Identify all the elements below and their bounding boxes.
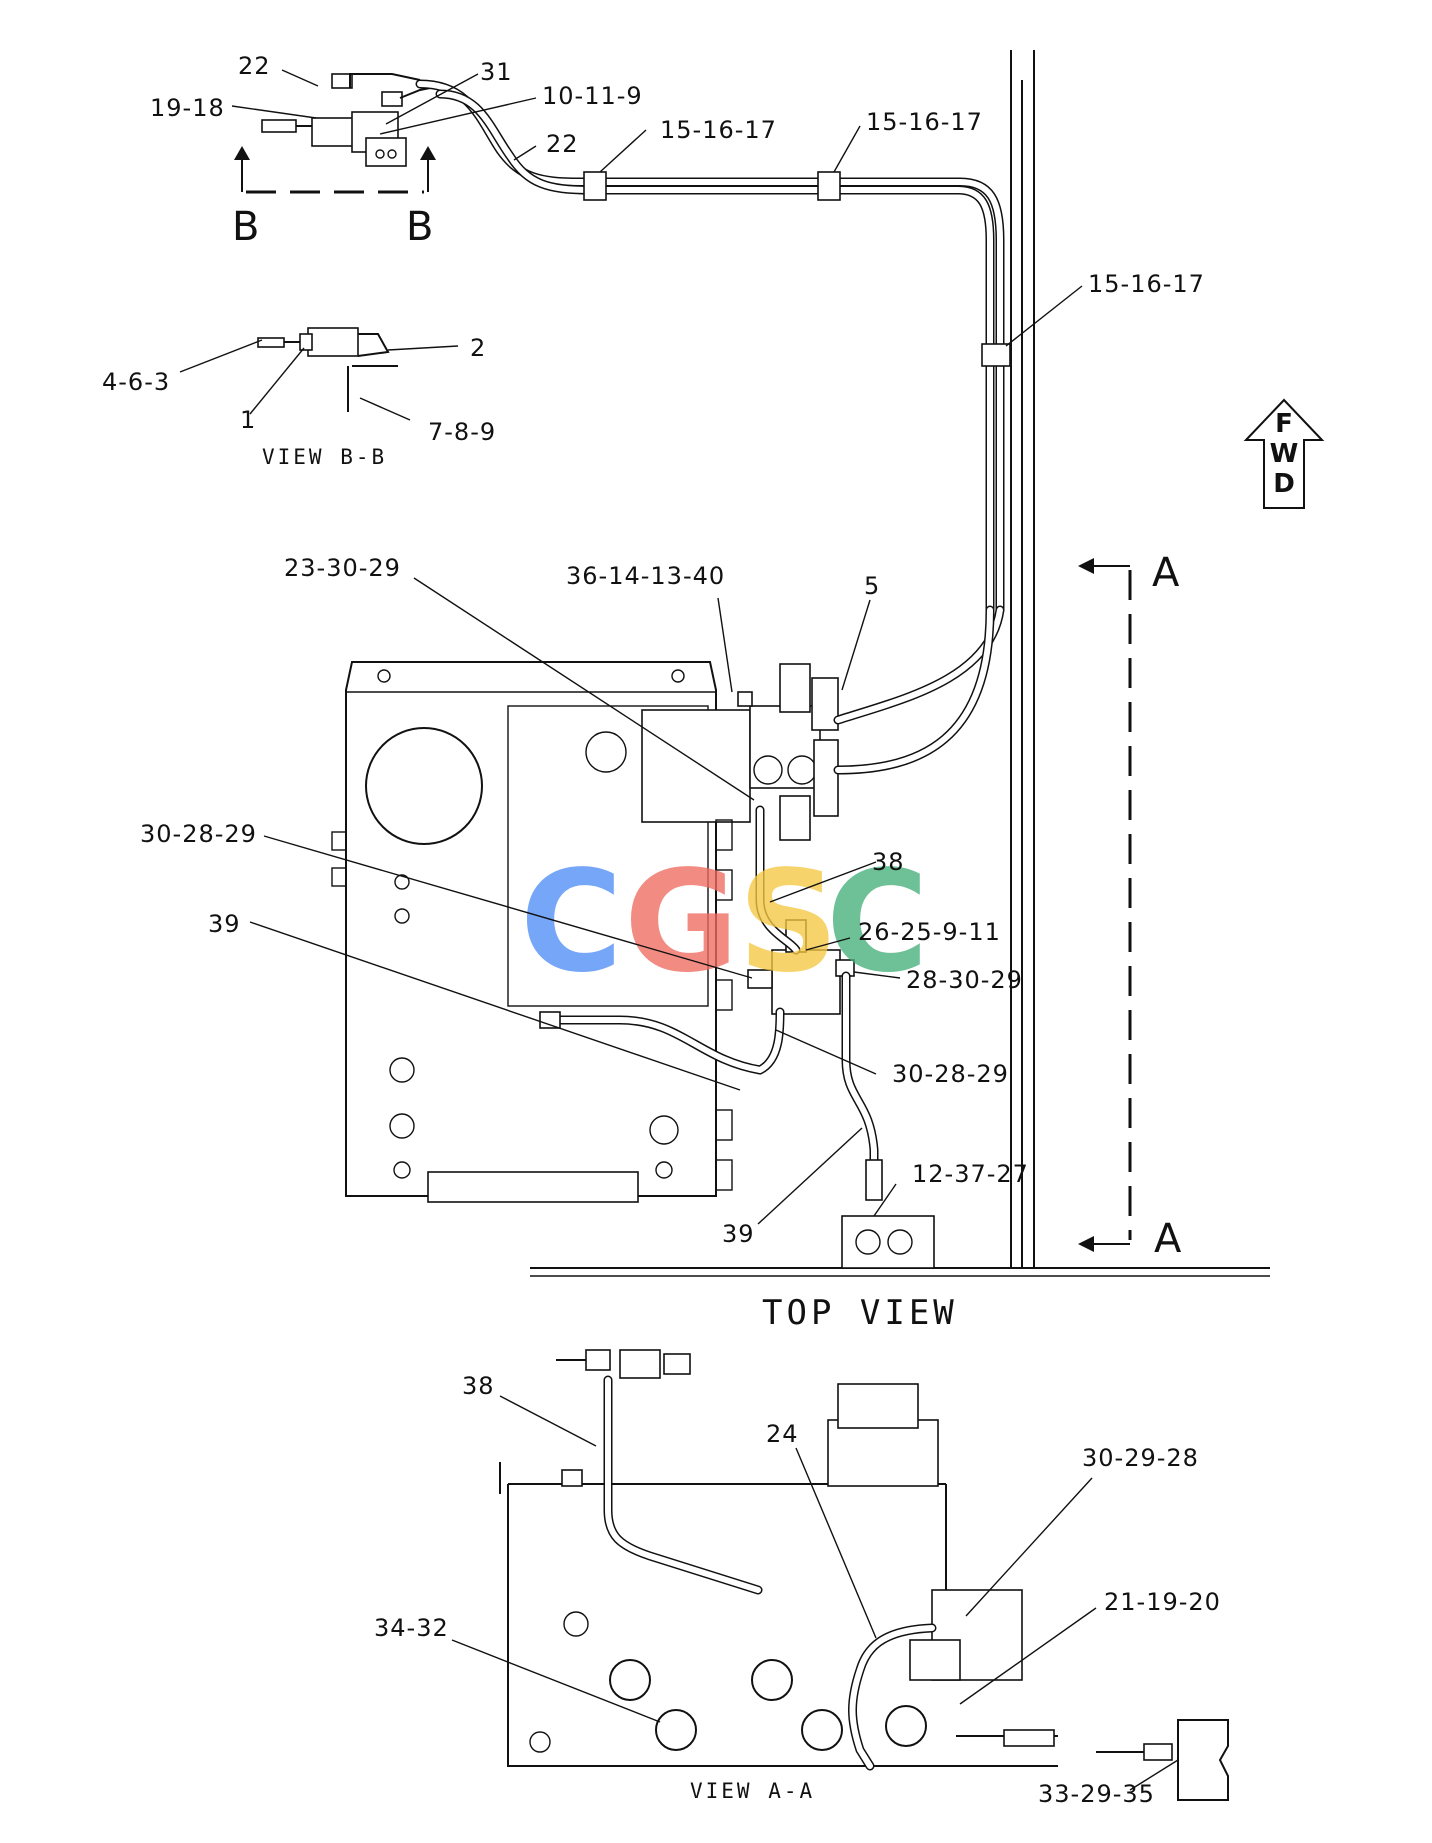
label-tv-26-25-9-11: 26-25-9-11	[858, 918, 1001, 946]
label-tv-36-14-13-40: 36-14-13-40	[566, 562, 725, 590]
label-tv-38: 38	[872, 848, 905, 876]
label-clip-15-16-17-a: 15-16-17	[660, 116, 777, 144]
label-vb-4-6-3: 4-6-3	[102, 368, 170, 396]
top-view-title: TOP VIEW	[762, 1293, 958, 1333]
label-bb-10-11-9: 10-11-9	[542, 82, 643, 110]
clip-15-16-17-c	[981, 343, 1011, 367]
section-b-arrows	[234, 146, 436, 194]
label-aa-30-29-28: 30-29-28	[1082, 1444, 1199, 1472]
view-bb-title: VIEW B-B	[262, 445, 387, 469]
label-aa-24: 24	[766, 1420, 799, 1448]
label-hose-22: 22	[546, 130, 579, 158]
leader-lines	[179, 69, 1179, 1791]
label-tv-23-30-29: 23-30-29	[284, 554, 401, 582]
fwd-letter-w: W	[1270, 439, 1299, 469]
label-bb-19-18: 19-18	[150, 94, 225, 122]
label-clip-15-16-17-b: 15-16-17	[866, 108, 983, 136]
section-b-left: B	[232, 204, 259, 250]
hydraulic-tank-top	[331, 661, 751, 1203]
fitting-block-12-37-27	[841, 1215, 935, 1269]
label-vb-1: 1	[240, 406, 256, 434]
section-a-bottom: A	[1154, 1216, 1182, 1262]
watermark-letter-c2: C	[826, 841, 929, 1004]
label-tv-28-30-29: 28-30-29	[906, 966, 1023, 994]
label-tv-39-b: 39	[722, 1220, 755, 1248]
label-bb-22: 22	[238, 52, 271, 80]
section-a-marker	[1078, 558, 1132, 1252]
label-tv-30-28-29-b: 30-28-29	[892, 1060, 1009, 1088]
manifold-block	[539, 805, 883, 1201]
label-bb-31: 31	[480, 58, 513, 86]
valve-assembly-5	[737, 605, 1005, 841]
clip-15-16-17-b	[817, 171, 841, 201]
watermark-letter-g: G	[624, 841, 739, 1004]
label-tv-5: 5	[864, 572, 880, 600]
label-tv-30-28-29-a: 30-28-29	[140, 820, 257, 848]
view-aa-title: VIEW A-A	[690, 1779, 815, 1803]
frame-rails	[530, 50, 1270, 1277]
label-aa-33-29-35: 33-29-35	[1038, 1780, 1155, 1808]
label-vb-7-8-9: 7-8-9	[428, 418, 496, 446]
label-aa-21-19-20: 21-19-20	[1104, 1588, 1221, 1616]
view-bb-detail-top	[261, 73, 1011, 615]
watermark-letter-c1: C	[520, 841, 623, 1004]
section-letters: B B A A	[232, 204, 1182, 1262]
view-aa-detail	[499, 1349, 1229, 1801]
watermark-letter-s: S	[738, 841, 839, 1004]
view-titles: VIEW B-B TOP VIEW VIEW A-A	[262, 445, 958, 1803]
section-a-top: A	[1152, 550, 1180, 596]
label-aa-38: 38	[462, 1372, 495, 1400]
clip-15-16-17-a	[583, 171, 607, 201]
view-bb-detail	[257, 327, 398, 412]
label-tv-39-a: 39	[208, 910, 241, 938]
callout-labels: 22 31 19-18 10-11-9 22 15-16-17 15-16-17…	[102, 52, 1221, 1808]
label-vb-2: 2	[470, 334, 486, 362]
label-tv-12-37-27: 12-37-27	[912, 1160, 1029, 1188]
label-clip-15-16-17-c: 15-16-17	[1088, 270, 1205, 298]
cgsc-watermark: C G S C	[520, 841, 929, 1004]
label-aa-34-32: 34-32	[374, 1614, 449, 1642]
fwd-letter-d: D	[1273, 469, 1295, 499]
section-b-right: B	[406, 204, 433, 250]
fwd-arrow: F W D	[1243, 398, 1325, 509]
fwd-letter-f: F	[1275, 409, 1293, 439]
